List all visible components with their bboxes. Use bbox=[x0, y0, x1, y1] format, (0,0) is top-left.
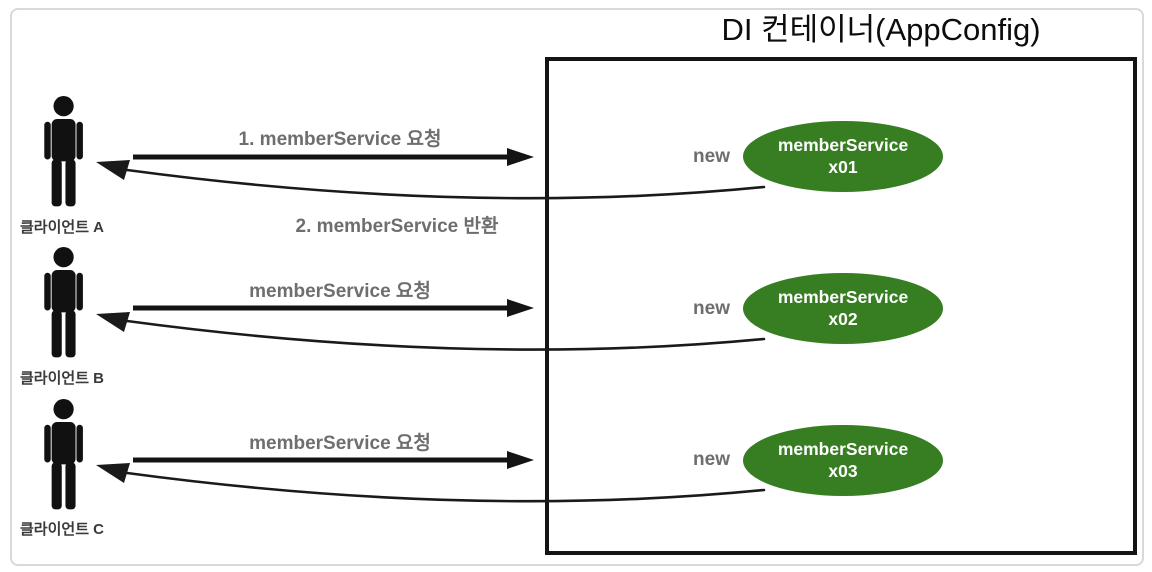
new-label-a: new bbox=[693, 146, 730, 167]
instance-id: x02 bbox=[828, 308, 858, 329]
client-b-person-icon bbox=[44, 247, 83, 358]
return-arrow-a bbox=[96, 160, 766, 200]
client-label-b: 클라이언트 B bbox=[20, 370, 105, 387]
client-label-a: 클라이언트 A bbox=[20, 219, 105, 236]
diagram-title: DI 컨테이너(AppConfig) bbox=[721, 12, 1041, 47]
service-instance-x03: memberService x03 bbox=[743, 425, 943, 496]
return-label-a: 2. memberService 반환 bbox=[295, 216, 499, 237]
request-label-c: memberService 요청 bbox=[249, 433, 431, 454]
request-label-a: 1. memberService 요청 bbox=[238, 129, 442, 150]
client-c-person-icon bbox=[44, 399, 83, 510]
client-label-c: 클라이언트 C bbox=[20, 521, 105, 538]
client-a-person-icon bbox=[44, 96, 83, 207]
new-label-c: new bbox=[693, 449, 730, 470]
request-arrow-c bbox=[133, 451, 534, 469]
instance-id: x03 bbox=[828, 460, 858, 481]
request-label-b: memberService 요청 bbox=[249, 281, 431, 302]
outer-frame bbox=[10, 8, 1144, 566]
service-name: memberService bbox=[777, 135, 909, 156]
request-arrow-a bbox=[133, 148, 534, 166]
service-instance-x02: memberService x02 bbox=[743, 273, 943, 344]
service-instance-x01: memberService x01 bbox=[743, 121, 943, 192]
return-arrow-b bbox=[96, 312, 766, 351]
new-label-b: new bbox=[693, 298, 730, 319]
request-arrow-b bbox=[133, 299, 534, 317]
service-name: memberService bbox=[777, 439, 909, 460]
service-name: memberService bbox=[777, 287, 909, 308]
return-arrow-c bbox=[96, 463, 766, 503]
instance-id: x01 bbox=[828, 156, 858, 177]
